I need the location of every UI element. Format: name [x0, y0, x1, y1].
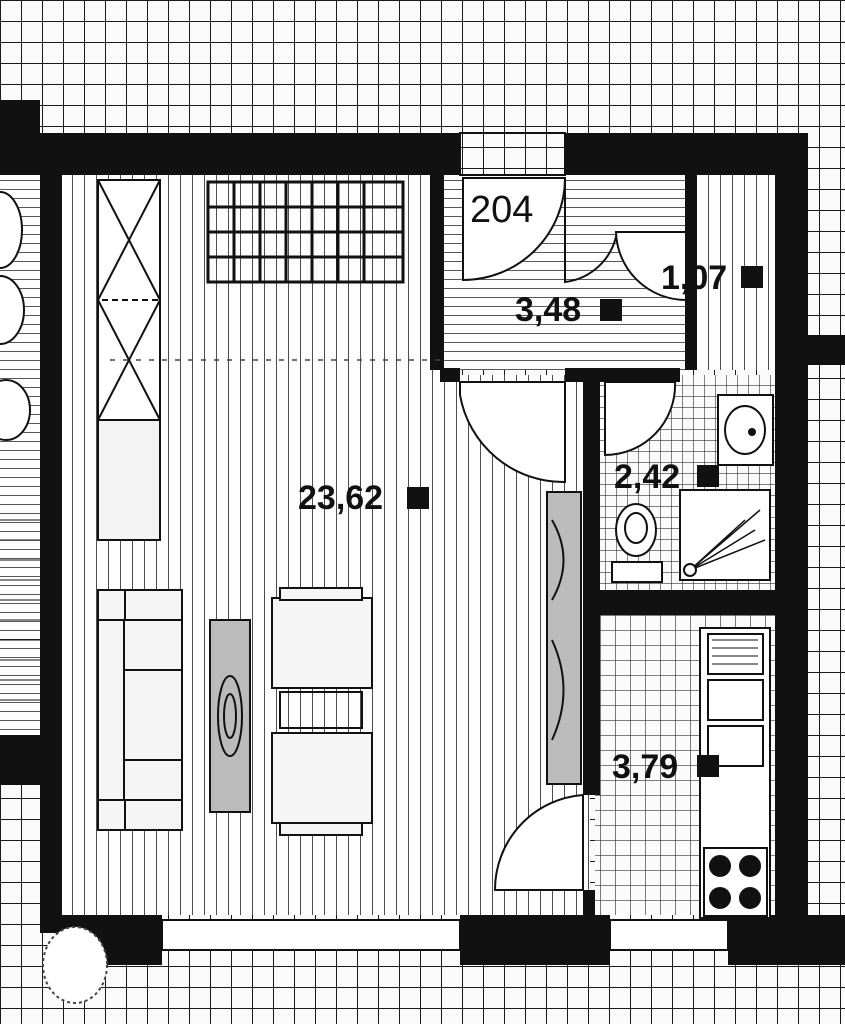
kitchen-fixtures [699, 627, 771, 919]
filled-square-icon [600, 299, 622, 321]
bathroom-fixtures [611, 394, 774, 583]
room-label-closet: 1,07 [661, 259, 763, 297]
tv-stand [546, 491, 582, 785]
filled-square-icon [407, 487, 429, 509]
rug [209, 619, 251, 813]
walls [0, 100, 845, 965]
doors [459, 177, 687, 891]
room-area-closet: 1,07 [661, 259, 727, 297]
filled-square-icon [697, 465, 719, 487]
room-area-kitchen: 3,79 [612, 748, 678, 786]
left-neighbour-details [0, 191, 40, 701]
room-label-living: 23,62 [298, 479, 429, 517]
room-area-hall: 3,48 [515, 291, 581, 329]
room-label-kitchen: 3,79 [612, 748, 719, 786]
armchairs [271, 587, 373, 836]
wardrobe [96, 179, 162, 541]
bookshelf [206, 180, 405, 284]
room-label-hall: 3,48 [515, 291, 622, 329]
room-area-living: 23,62 [298, 479, 383, 517]
room-label-bathroom: 2,42 [614, 458, 719, 496]
filled-square-icon [697, 755, 719, 777]
sofa [97, 589, 183, 831]
windows [161, 132, 729, 951]
unit-number: 204 [470, 189, 533, 231]
left-neighbour-floor [0, 175, 45, 735]
room-area-bathroom: 2,42 [614, 458, 680, 496]
column [42, 926, 108, 1004]
filled-square-icon [741, 266, 763, 288]
